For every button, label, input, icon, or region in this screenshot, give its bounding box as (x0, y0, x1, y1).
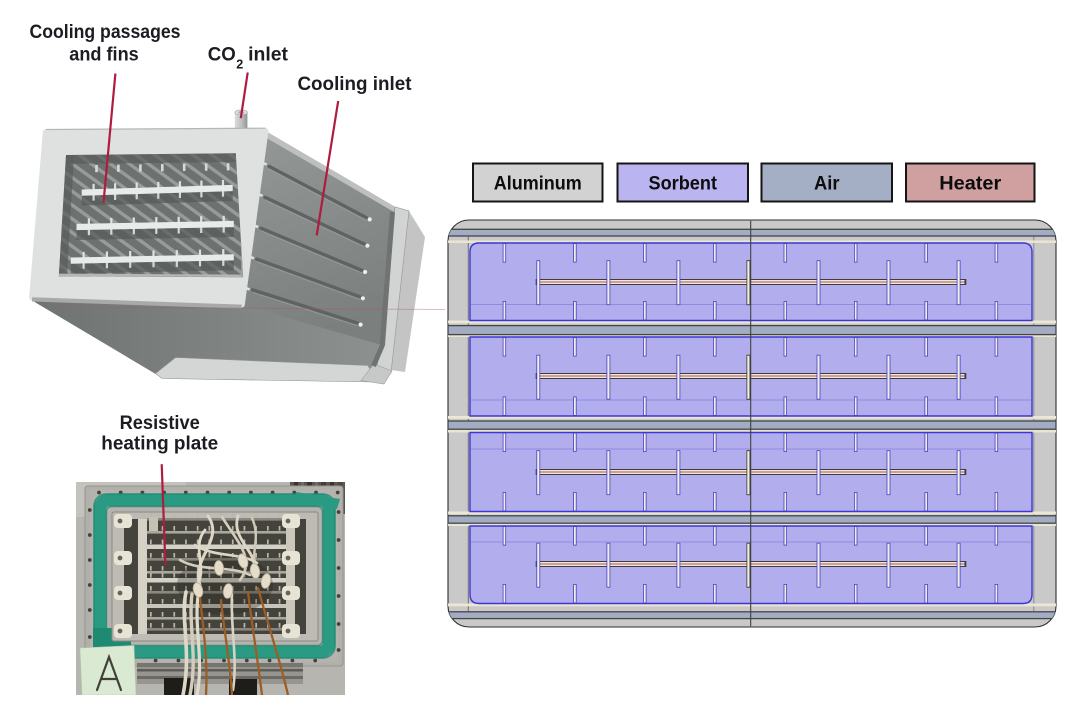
svg-text:2: 2 (236, 57, 243, 71)
svg-text:Sorbent: Sorbent (649, 173, 718, 194)
svg-text:Aluminum: Aluminum (494, 173, 582, 194)
svg-text:Resistive: Resistive (120, 413, 200, 434)
svg-text:Air: Air (814, 173, 840, 194)
svg-text:Cooling inlet: Cooling inlet (297, 74, 412, 95)
svg-text:CO: CO (208, 45, 236, 66)
svg-text:Heater: Heater (939, 173, 1002, 194)
svg-text:heating plate: heating plate (101, 433, 218, 454)
svg-text:Cooling passages: Cooling passages (30, 22, 181, 43)
svg-text:and fins: and fins (69, 44, 139, 65)
svg-text:inlet: inlet (248, 45, 289, 66)
